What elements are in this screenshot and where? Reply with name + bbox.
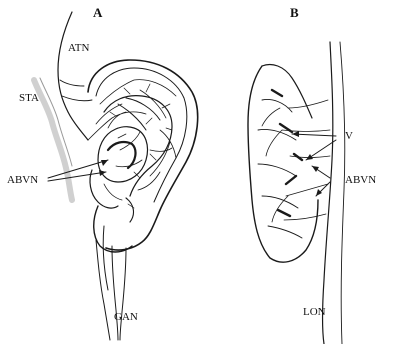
ear-antihelix-crus: [118, 98, 160, 130]
superficial-temporal-artery-outline: [40, 78, 72, 166]
auriculotemporal-nerve: [58, 12, 88, 140]
abvn-left-arrow-2: [48, 172, 106, 181]
label-lon: LON: [303, 306, 326, 318]
auriculotemporal-nerve-branch: [60, 80, 92, 101]
abvn-left-arrowhead-1: [101, 160, 108, 166]
label-atn: ATN: [68, 42, 89, 54]
panel-a-letter: A: [93, 6, 102, 20]
panel-b-illustration: [248, 42, 345, 344]
posterior-auricle-inner-ridge: [258, 100, 302, 239]
v-arrowhead-lower: [306, 154, 313, 160]
lesser-occipital-nerve-secondary: [340, 42, 345, 344]
ear-helix-inner-rim: [96, 68, 187, 202]
abvn-right-arrowhead-2: [316, 189, 322, 196]
label-gan: GAN: [114, 311, 138, 323]
ear-lobule: [94, 206, 132, 252]
label-sta: STA: [19, 92, 39, 104]
posterior-nerve-network: [262, 100, 330, 222]
lesser-occipital-nerve: [323, 42, 333, 344]
panel-a-illustration: [34, 12, 198, 340]
abvn-right-arrowhead-1: [312, 166, 319, 172]
ear-concha: [98, 127, 148, 182]
ear-concha-shadow: [108, 142, 135, 168]
label-abvn-left: ABVN: [7, 174, 38, 186]
posterior-auricle-top: [262, 65, 312, 119]
panel-b-letter: B: [290, 6, 299, 20]
label-abvn-right: ABVN: [345, 174, 376, 186]
ear-helix-outline: [88, 60, 198, 250]
ear-antitragus: [126, 198, 133, 222]
label-v: V: [345, 130, 353, 142]
